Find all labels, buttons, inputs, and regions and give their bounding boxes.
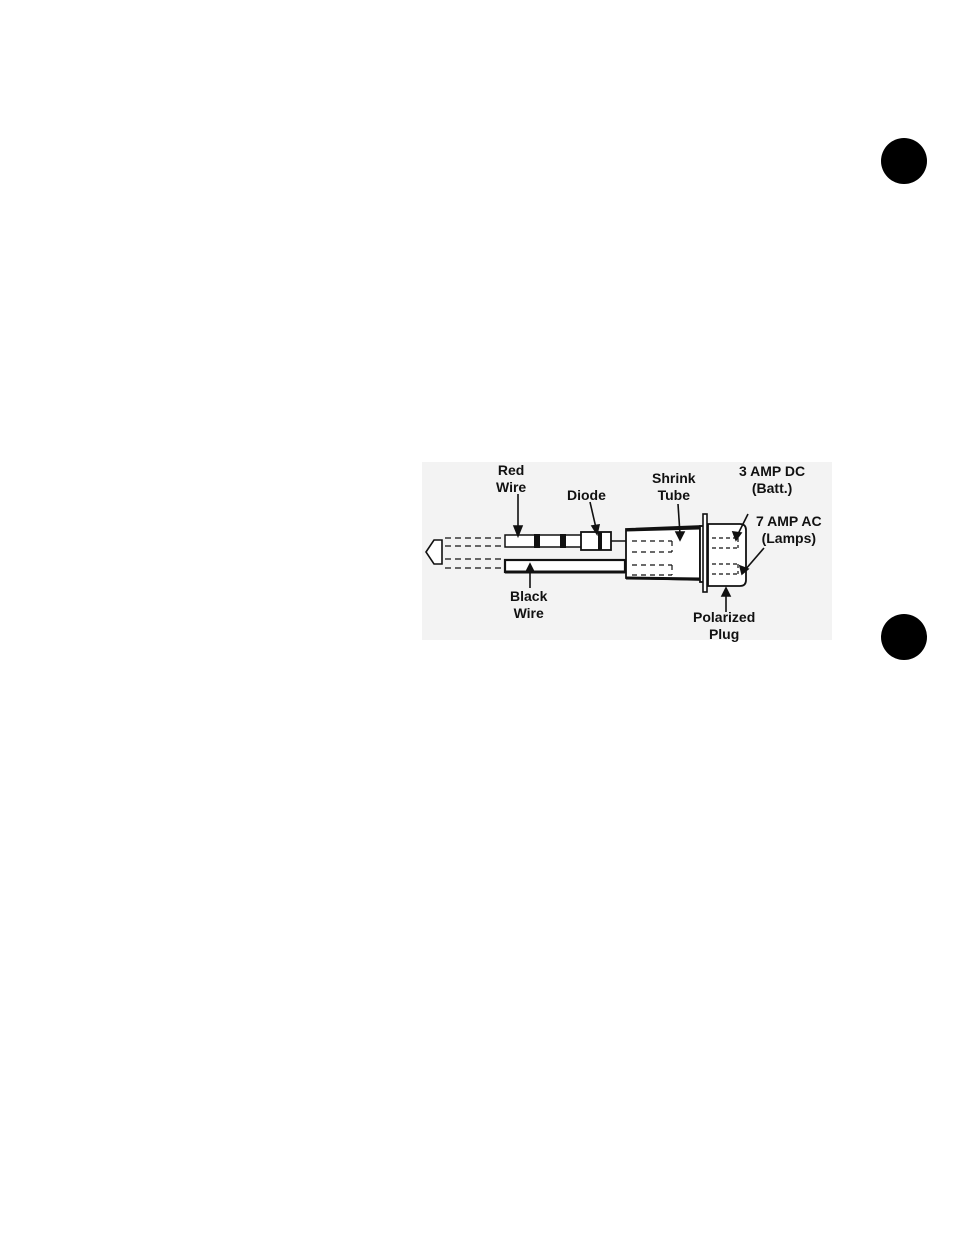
label-3-amp-dc: 3 AMP DC (Batt.) <box>739 463 805 497</box>
label-shrink-tube: Shrink Tube <box>652 470 696 504</box>
label-black-wire: Black Wire <box>510 588 547 622</box>
diode-band <box>598 532 602 550</box>
label-7-amp-ac: 7 AMP AC (Lamps) <box>756 513 822 547</box>
shrink-tube <box>626 526 700 580</box>
label-polarized-plug: Polarized Plug <box>693 609 755 643</box>
black-wire <box>505 560 625 572</box>
binder-hole-bottom <box>881 614 927 660</box>
splice-band <box>560 534 566 548</box>
label-diode: Diode <box>567 487 606 504</box>
splice-band <box>534 534 540 548</box>
wiring-harness-diagram: Red Wire Diode Shrink Tube 3 AMP DC (Bat… <box>400 452 840 652</box>
diode-body <box>581 532 611 550</box>
binder-hole-top <box>881 138 927 184</box>
label-red-wire: Red Wire <box>496 462 526 496</box>
